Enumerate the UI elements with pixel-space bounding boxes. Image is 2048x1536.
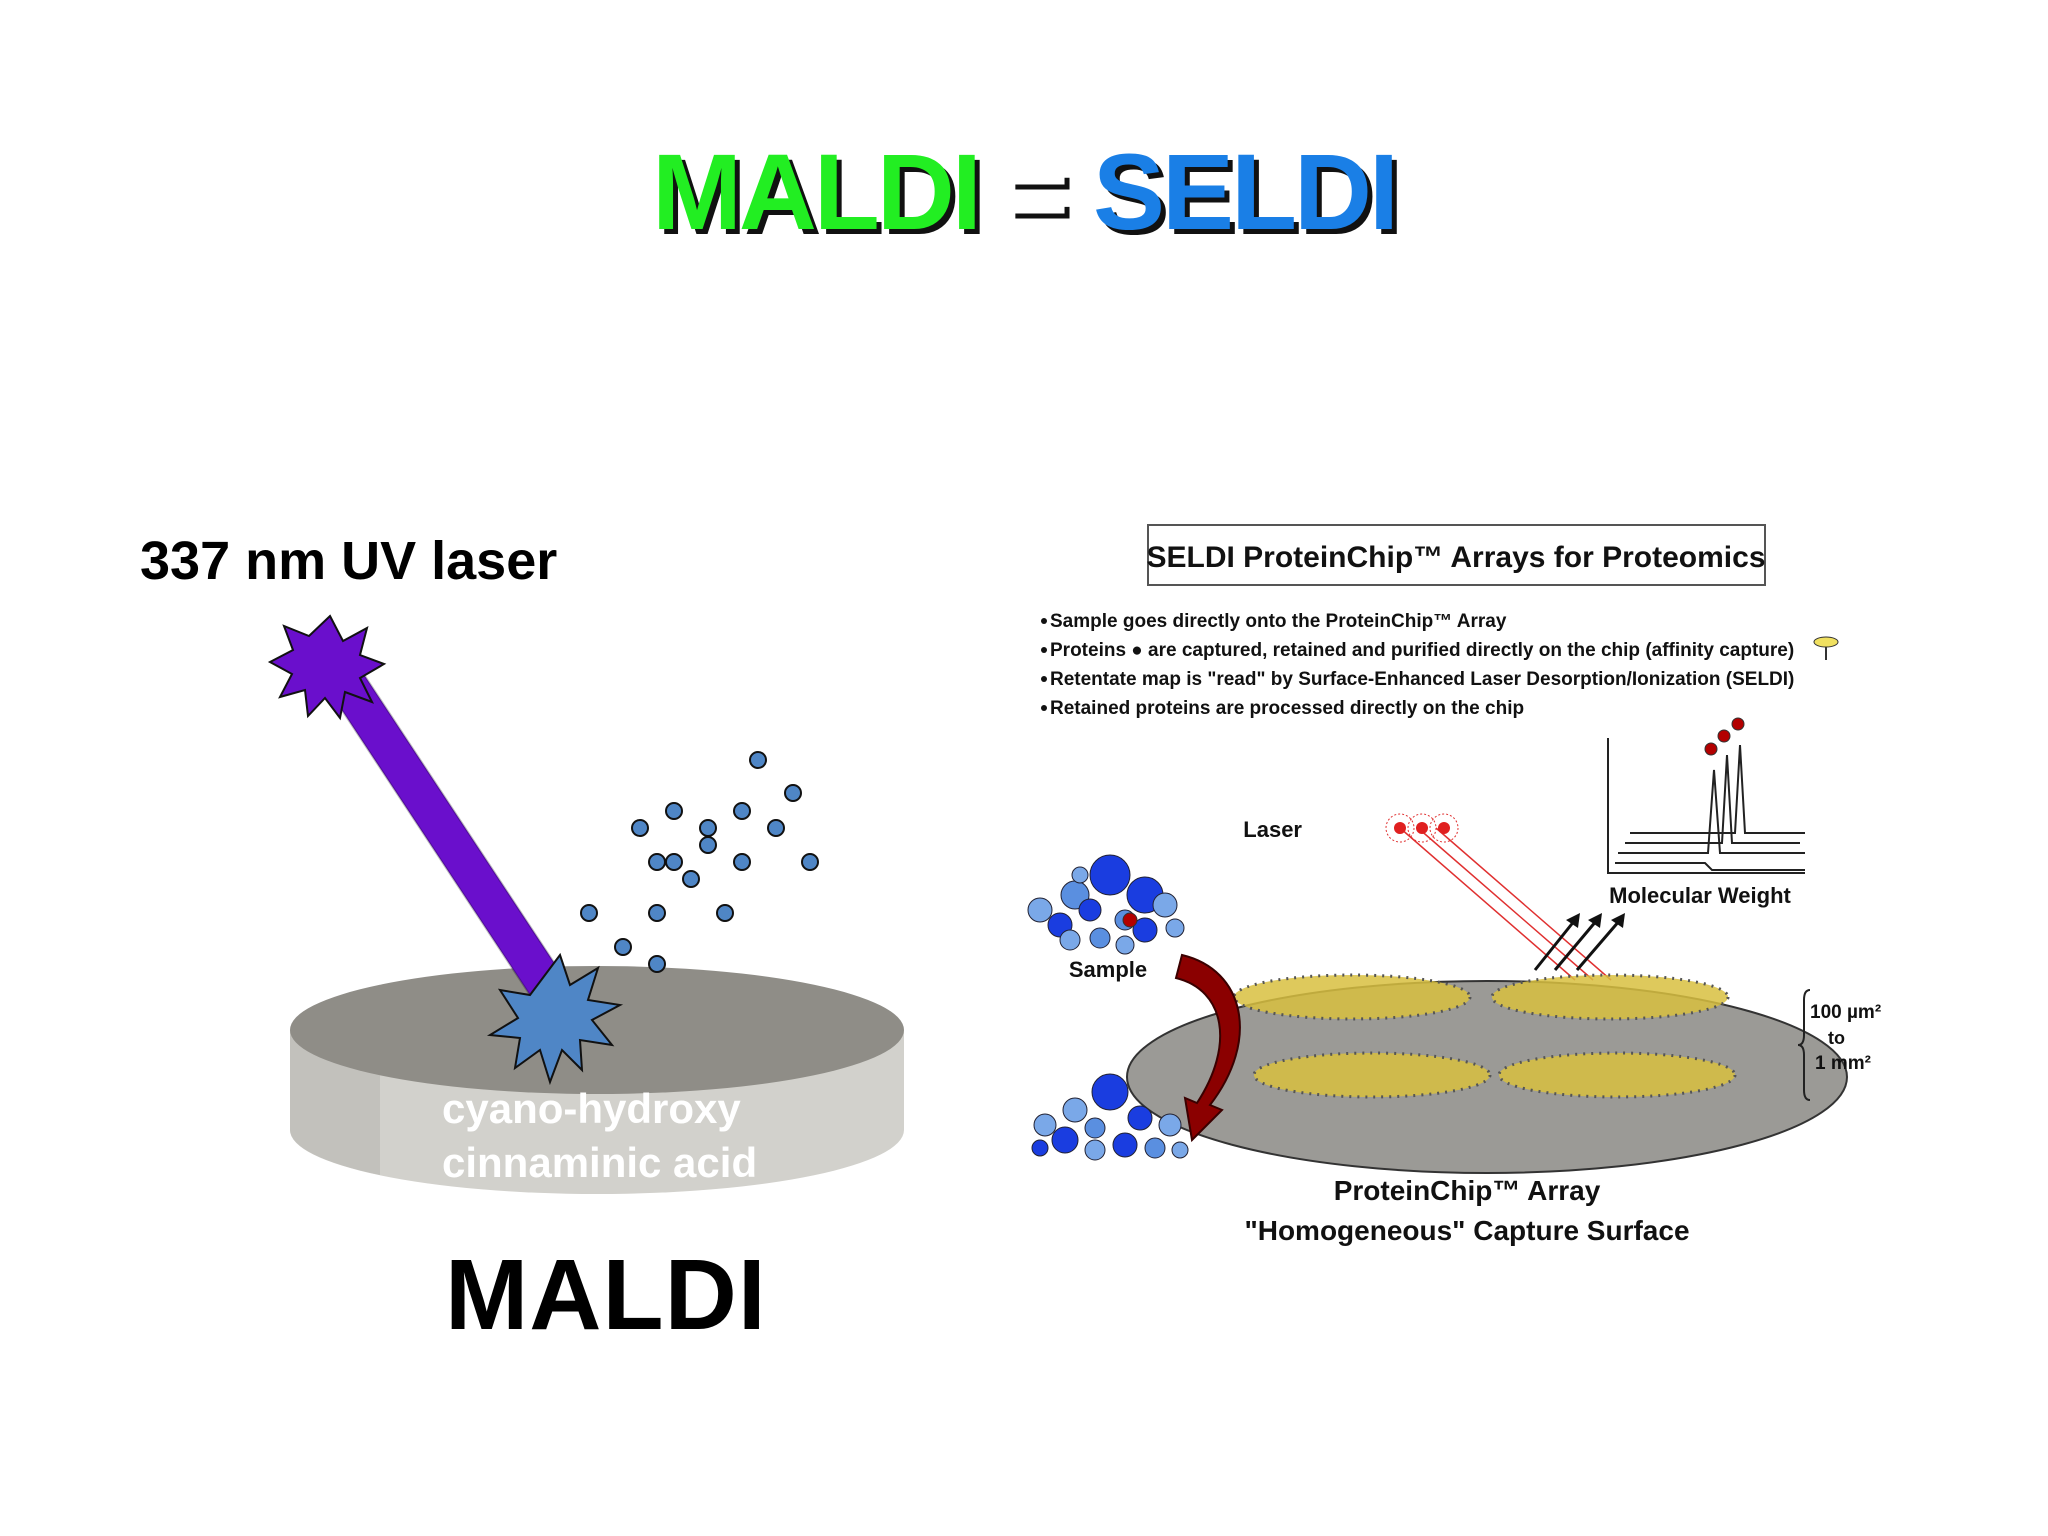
bullet-2: Proteins ● are captured, retained and pu… bbox=[1050, 640, 1794, 661]
sample-protein-icon bbox=[1122, 912, 1138, 928]
seldi-diagram: SELDI ProteinChip™ Arrays for Proteomics… bbox=[1027, 524, 1881, 1246]
spectrum-inset bbox=[1607, 738, 1805, 874]
matrix-label-line2: cinnaminic acid bbox=[442, 1139, 758, 1186]
scale-bracket bbox=[1797, 989, 1811, 1101]
maldi-diagram bbox=[267, 614, 904, 1194]
seldi-title-box bbox=[1147, 524, 1766, 586]
seldi-laser-beams bbox=[1399, 827, 1612, 981]
title-seldi: SELDI bbox=[1093, 131, 1399, 252]
sample-label: Sample bbox=[1069, 957, 1147, 982]
capture-spot-bottom-right bbox=[1497, 1051, 1737, 1099]
impact-star-icon bbox=[486, 952, 624, 1086]
capture-spot-top-right bbox=[1490, 973, 1730, 1021]
sample-cluster-bottom bbox=[1031, 1073, 1189, 1161]
seldi-laser-source-icon bbox=[1385, 813, 1459, 843]
slide-title: MALDI = SELDI bbox=[0, 138, 2048, 246]
scale-line3: 1 mm² bbox=[1815, 1053, 1871, 1074]
capture-spot-bottom-left bbox=[1252, 1051, 1492, 1099]
capture-spot-top-left bbox=[1232, 973, 1472, 1021]
scale-line2: to bbox=[1828, 1028, 1845, 1048]
matrix-label-line1: cyano-hydroxy bbox=[442, 1085, 741, 1132]
title-maldi: MALDI bbox=[651, 131, 982, 252]
array-caption-line1: ProteinChip™ Array bbox=[1334, 1175, 1601, 1206]
spectrum-proteins bbox=[1704, 717, 1745, 756]
seldi-bullets: Sample goes directly onto the ProteinChi… bbox=[1050, 611, 1794, 719]
array-caption-line2: "Homogeneous" Capture Surface bbox=[1244, 1215, 1689, 1246]
bullet-4: Retained proteins are processed directly… bbox=[1050, 698, 1524, 719]
sample-cluster-top bbox=[1027, 854, 1185, 955]
bullet-3: Retentate map is "read" by Surface-Enhan… bbox=[1050, 669, 1794, 690]
mw-label: Molecular Weight bbox=[1609, 883, 1791, 908]
scale-line1: 100 µm² bbox=[1810, 1002, 1881, 1023]
matrix-label: cyano-hydroxy cinnaminic acid bbox=[442, 1082, 757, 1190]
ablated-particles bbox=[580, 751, 819, 973]
title-equals: = bbox=[1005, 131, 1069, 252]
laser-source-star-icon bbox=[267, 614, 387, 721]
seldi-box-title: SELDI ProteinChip™ Arrays for Proteomics bbox=[1146, 541, 1765, 574]
affinity-capture-icon bbox=[1813, 636, 1839, 660]
bullet-1: Sample goes directly onto the ProteinChi… bbox=[1050, 611, 1507, 632]
desorption-arrows bbox=[1533, 919, 1622, 971]
transfer-arrow-icon bbox=[1174, 953, 1241, 1143]
maldi-caption: MALDI bbox=[445, 1239, 767, 1351]
uv-laser-label: 337 nm UV laser bbox=[140, 531, 558, 591]
seldi-laser-label: Laser bbox=[1243, 817, 1302, 842]
